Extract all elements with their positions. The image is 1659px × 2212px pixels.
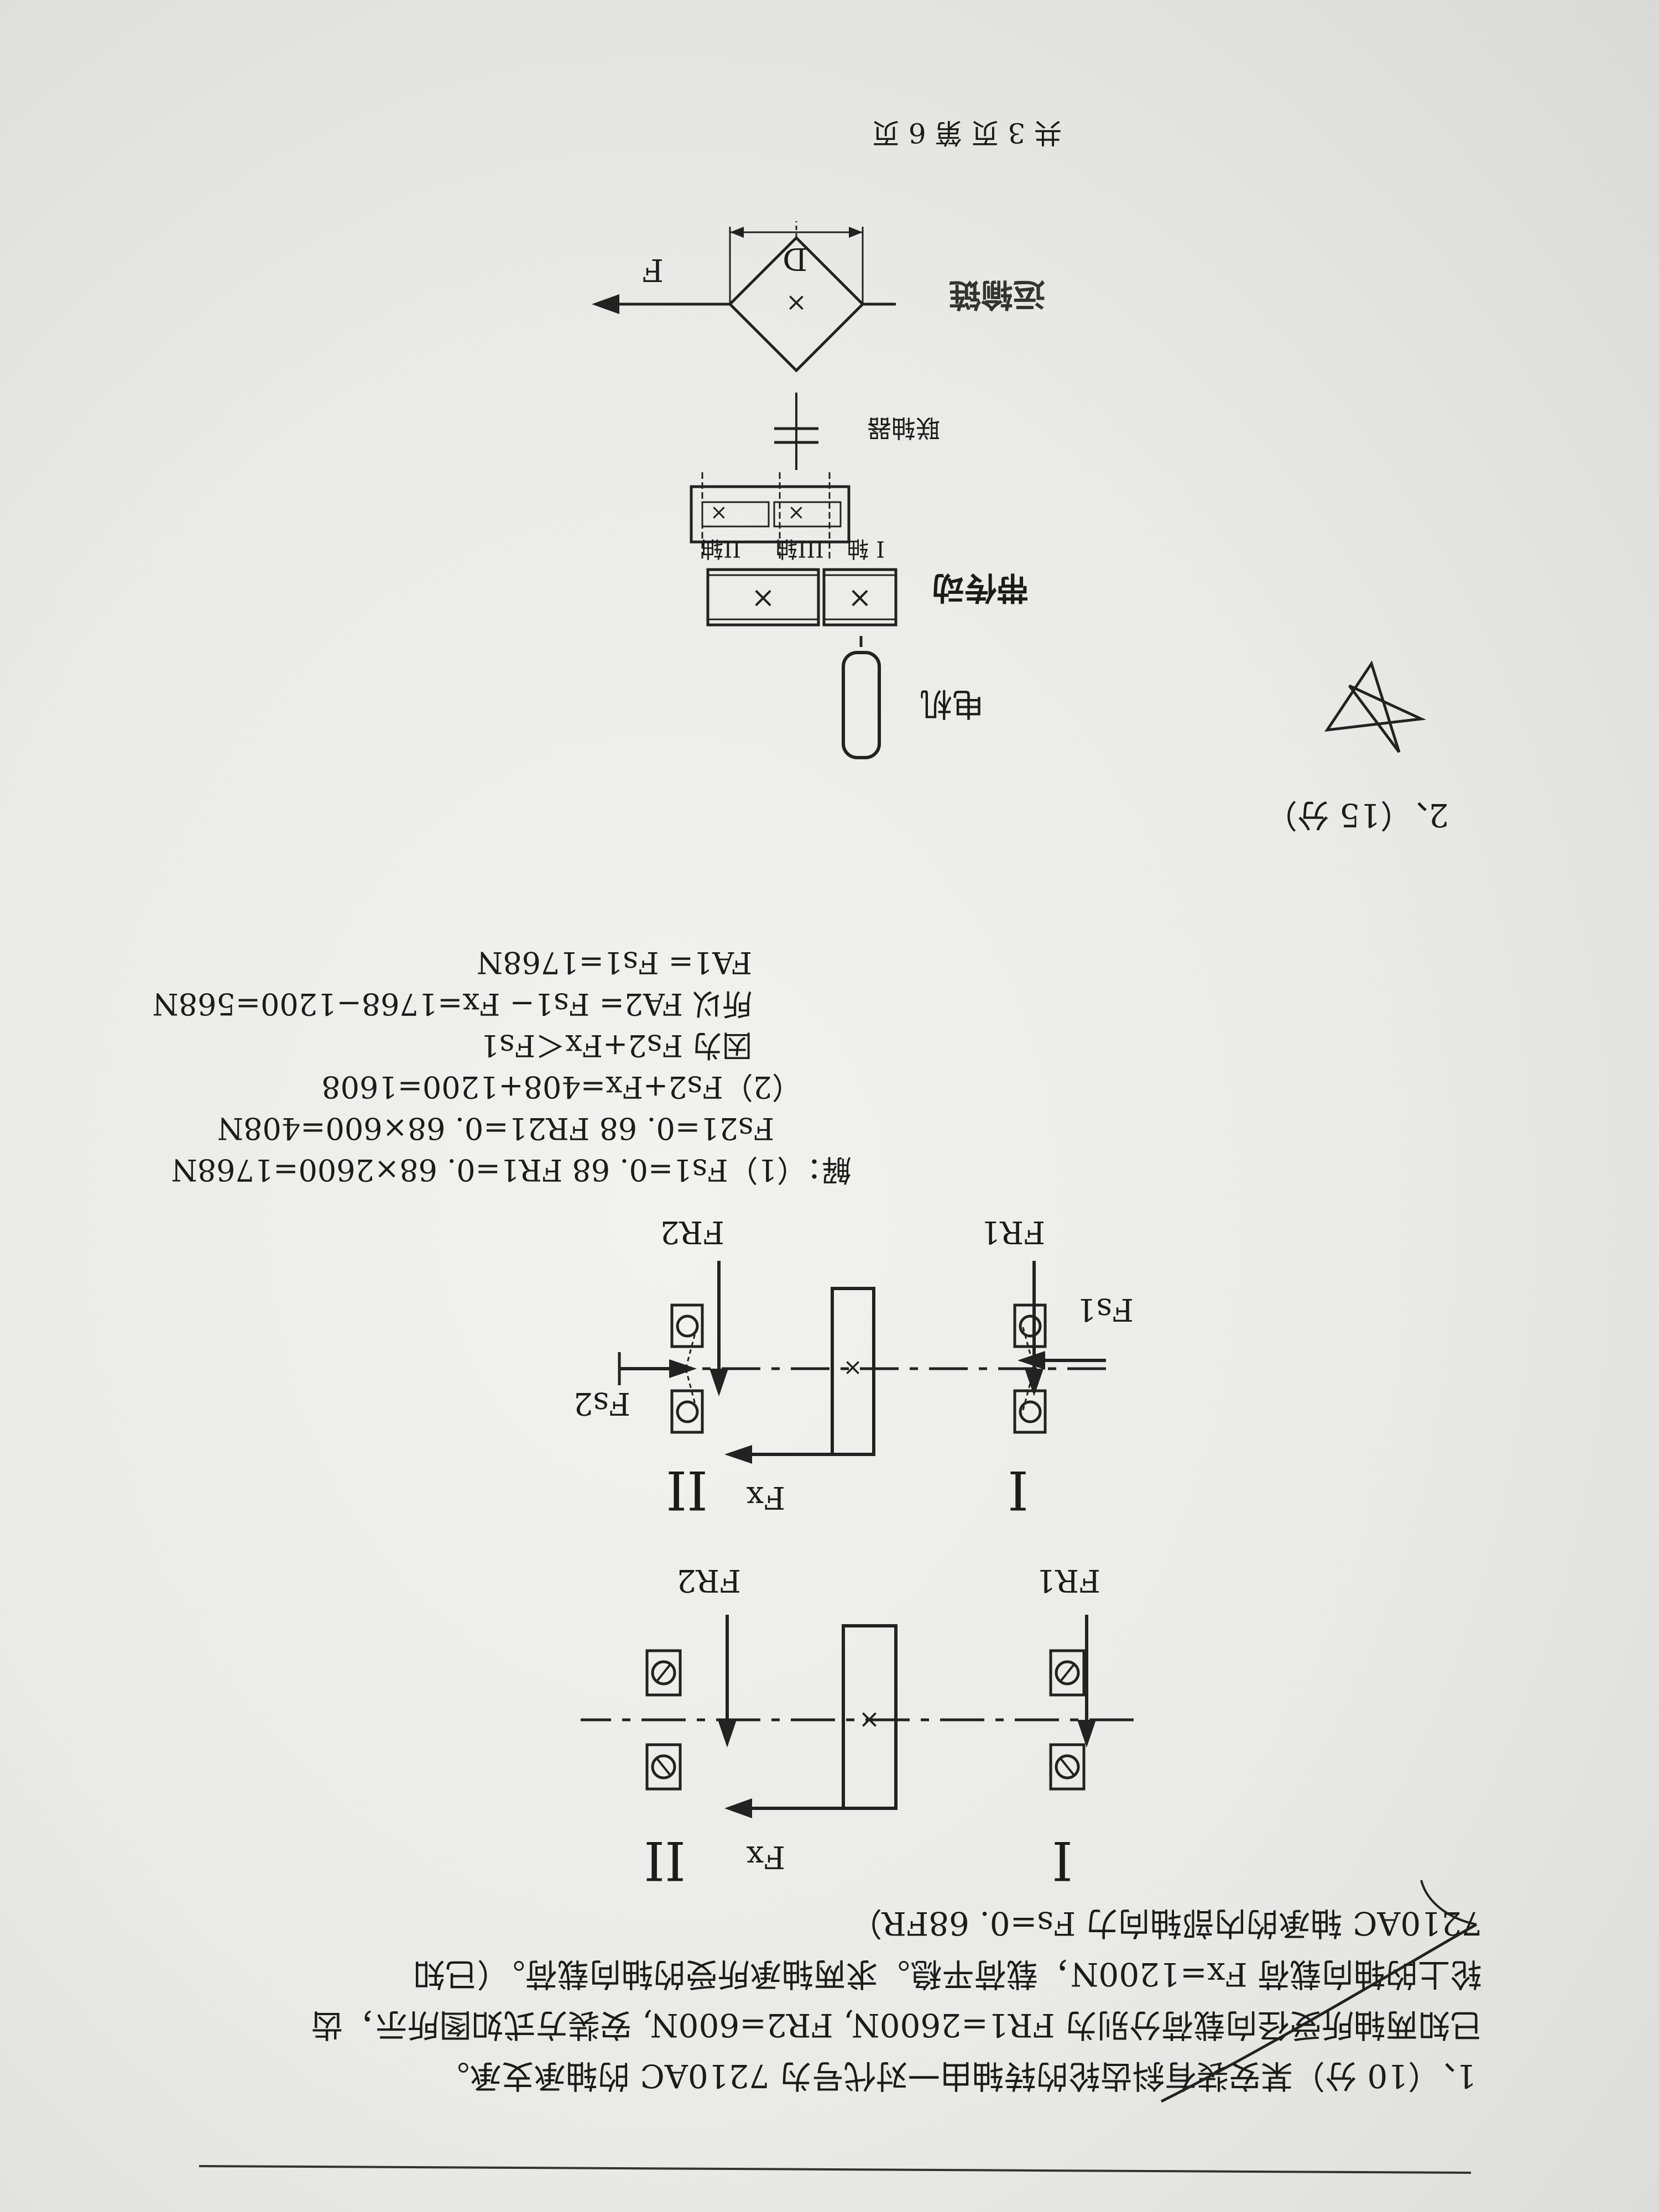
svg-text:×: × [843,1355,862,1382]
svg-text:×: × [859,1705,880,1735]
belt-drive-label: 带传动 [932,569,1029,607]
shaft-1-label: I 轴 [847,536,885,561]
force-f-label: F [642,252,664,288]
shaft-2-label: II轴 [701,536,741,561]
svg-text:×: × [848,582,872,615]
svg-text:×: × [786,289,807,319]
svg-text:×: × [751,582,775,615]
svg-text:×: × [787,501,805,525]
svg-text:×: × [710,501,728,525]
coupling-label: 联轴器 [867,414,940,442]
shaft-3-label: III轴 [775,536,824,561]
diameter-d-label: D [782,241,807,276]
conveyor-label: 运输链 [948,276,1045,314]
page-info: 共 3 页 第 6 页 [872,117,1062,149]
motor-label: 电机 [920,685,984,723]
